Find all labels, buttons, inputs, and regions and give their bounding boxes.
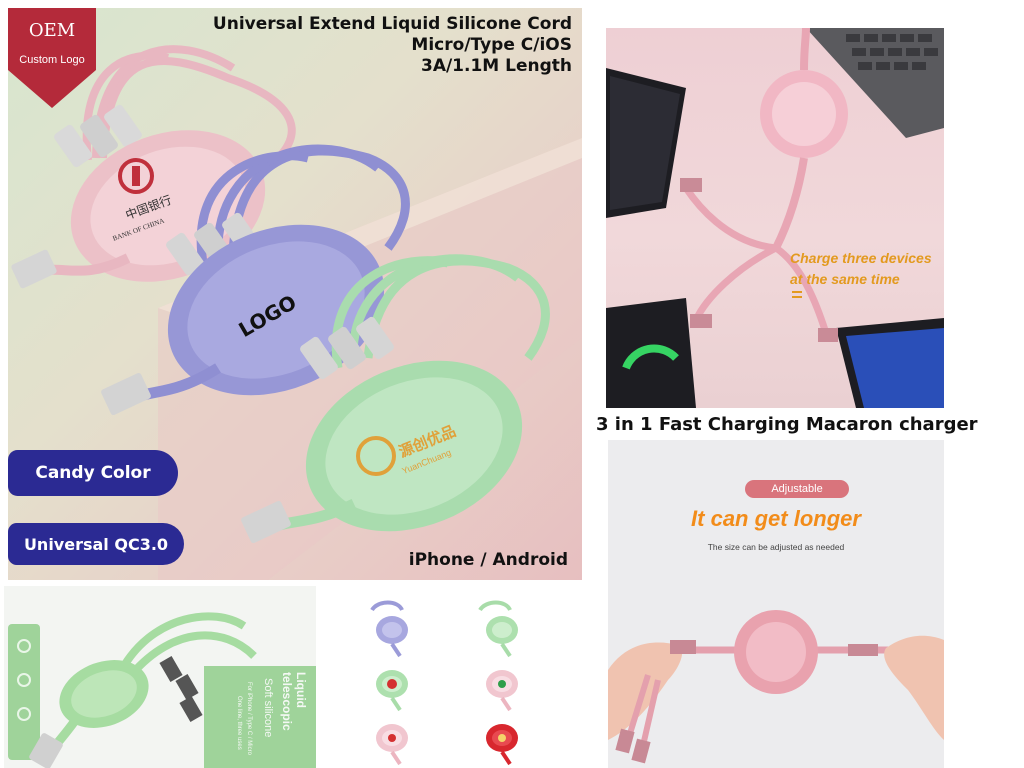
platforms-label: iPhone / Android <box>408 550 568 570</box>
variant-green-2 <box>376 670 408 712</box>
adjustable-title: It can get longer <box>691 506 861 531</box>
variant-pink-1 <box>486 670 518 712</box>
charge-line-1: Charge three devices <box>790 250 932 266</box>
variants-grid <box>370 600 518 766</box>
adjustable-length-photo: Adjustable It can get longer The size ca… <box>608 440 944 768</box>
green-cable <box>241 254 550 543</box>
package-small-text-2: One line, three uses <box>236 696 242 750</box>
package-title: Liquid telescopic <box>280 672 308 731</box>
headline-line-1: Universal Extend Liquid Silicone Cord <box>212 14 572 34</box>
charge-line-2: at the same time <box>790 271 900 287</box>
product-headline: Universal Extend Liquid Silicone Cord Mi… <box>213 14 572 77</box>
hands-illustration <box>608 610 944 764</box>
variant-red <box>486 724 518 766</box>
main-product-photo: 中国银行 BANK OF CHINA LOGO <box>8 8 582 580</box>
package-subtitle: Soft silicone <box>262 678 274 738</box>
qc-badge: Universal QC3.0 <box>8 523 184 565</box>
charging-devices-photo: Charge three devices at the same time <box>606 28 944 408</box>
variant-green-1 <box>478 600 518 658</box>
headline-line-3: 3A/1.1M Length <box>420 56 572 76</box>
cables-illustration: 中国银行 BANK OF CHINA LOGO <box>11 45 582 580</box>
color-variants-photo <box>350 600 576 768</box>
variant-purple <box>370 600 408 658</box>
product-caption: 3 in 1 Fast Charging Macaron charger <box>596 414 978 435</box>
headline-line-2: Micro/Type C/iOS <box>411 35 572 55</box>
package-small-text: For iPhone / Type C / Micro <box>246 682 252 755</box>
charging-illustration <box>606 28 944 408</box>
oem-subtitle: Custom Logo <box>19 54 85 66</box>
package-illustration <box>8 612 316 768</box>
variant-pink-2 <box>376 724 408 766</box>
adjustable-subtitle: The size can be adjusted as needed <box>707 542 845 552</box>
candy-color-badge: Candy Color <box>8 450 178 496</box>
adjustable-badge: Adjustable <box>745 480 849 498</box>
oem-title: OEM <box>28 20 76 41</box>
charge-three-text: Charge three devices at the same time <box>790 248 940 290</box>
package-photo: Liquid telescopic Soft silicone For iPho… <box>4 586 316 768</box>
